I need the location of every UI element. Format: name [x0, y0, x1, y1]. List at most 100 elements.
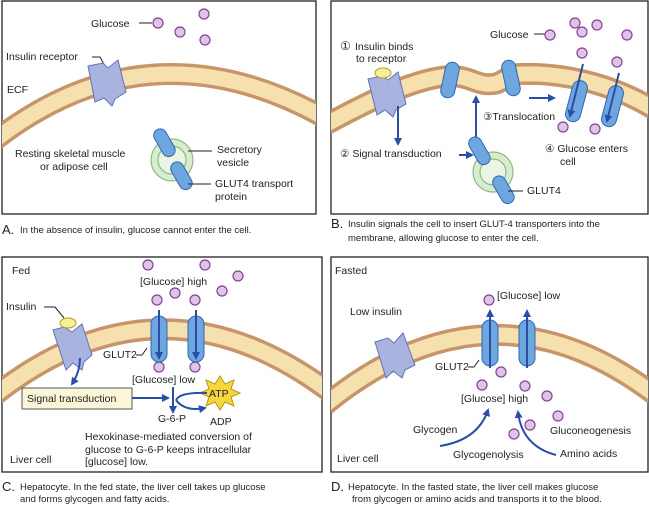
- glycogenolysis-label: Glycogenolysis: [453, 449, 524, 461]
- atp-input-curve: [175, 391, 208, 401]
- glycogen-label: Glycogen: [413, 424, 458, 436]
- glucose-molecule: [483, 294, 495, 306]
- glucose-molecule: [198, 8, 210, 20]
- glucose-molecule: [508, 428, 520, 440]
- amino-acids-label: Amino acids: [560, 448, 617, 460]
- panel-b: ① Insulin binds to receptor ② Signal tra…: [330, 0, 649, 244]
- insulin-molecule: [374, 67, 392, 79]
- glucose-low-label: [Glucose] low: [132, 374, 195, 386]
- vesicle-label: vesicle: [217, 157, 249, 169]
- glucose-molecule: [199, 34, 211, 46]
- glut4-transporter: [501, 59, 521, 97]
- glucose-molecule: [189, 361, 201, 373]
- glut4-transporter: [468, 136, 491, 166]
- insulin-label: Insulin: [6, 301, 37, 313]
- glut2-leader: [468, 359, 480, 368]
- glut4-transporter: [153, 128, 176, 158]
- panel-letter: A.: [2, 222, 14, 237]
- glucose-molecule: [519, 380, 531, 392]
- glut4-label: GLUT4: [527, 185, 561, 197]
- gluconeogenesis-label: Gluconeogenesis: [550, 425, 631, 437]
- glut4-transporter: [170, 161, 193, 191]
- atp-label: ATP: [209, 388, 229, 400]
- glucose-molecule: [189, 294, 201, 306]
- insulin-receptor: [374, 332, 416, 379]
- glucose-label: Glucose: [91, 18, 130, 30]
- step-4-label: ④ Glucose enters: [545, 143, 628, 155]
- step-2-label: ② Signal transduction: [340, 148, 442, 160]
- glucose-label: Glucose: [490, 29, 529, 41]
- glucose-high-label: [Glucose] high: [140, 276, 207, 288]
- glucose-molecule: [552, 410, 564, 422]
- glucose-molecule: [495, 366, 507, 378]
- panel-letter: B.: [331, 216, 343, 231]
- glucose-molecule: [142, 259, 154, 271]
- glut4-transporter: [492, 175, 515, 205]
- gluconeogenesis-arrow: [514, 410, 557, 456]
- glucose-molecule: [199, 259, 211, 271]
- glucose-molecule: [589, 123, 601, 135]
- hexokinase-note: [glucose] low.: [85, 456, 148, 468]
- insulin-molecule: [59, 317, 77, 329]
- glucose-molecule: [153, 361, 165, 373]
- glucose-entry-arrow: [567, 63, 584, 118]
- glut2-leader: [136, 347, 148, 356]
- glut2-label: GLUT2: [435, 361, 469, 373]
- glucose-molecule: [232, 270, 244, 282]
- panel-d: Fasted Low insulin [Glucose] low GLUT2 […: [330, 256, 649, 505]
- insulin-leader: [44, 306, 65, 319]
- cell-label: Liver cell: [337, 453, 378, 465]
- glucose-high-label: [Glucose] high: [461, 393, 528, 405]
- cell-label: Liver cell: [10, 454, 51, 466]
- glucose-low-label: [Glucose] low: [497, 290, 560, 302]
- signal-transduction-label: Signal transduction: [27, 393, 116, 405]
- glucose-molecule: [569, 17, 581, 29]
- glucose-molecule: [557, 121, 569, 133]
- glucose-molecule: [544, 29, 556, 41]
- cell-type-label: Resting skeletal muscle: [15, 148, 125, 160]
- panel-c: Fed [Glucose] high Insulin Signal transd…: [1, 256, 323, 505]
- panel-a: Glucose Insulin receptor ECF Resting ske…: [1, 0, 317, 237]
- low-insulin-label: Low insulin: [350, 306, 402, 318]
- step-4-label: cell: [560, 156, 576, 168]
- panel-caption: In the absence of insulin, glucose canno…: [20, 225, 251, 236]
- glucose-molecule: [174, 26, 186, 38]
- glut4-transporter: [440, 61, 460, 99]
- glycogenolysis-arrow: [439, 408, 490, 447]
- glucose-molecule: [576, 47, 588, 59]
- insulin-receptor-label: Insulin receptor: [6, 51, 78, 63]
- step-1-label: to receptor: [356, 53, 407, 65]
- step-1-number: ①: [340, 39, 351, 53]
- insulin-receptor: [52, 323, 93, 371]
- hexokinase-note: glucose to G-6-P keeps intracellular: [85, 444, 252, 456]
- cell-membrane-core: [331, 66, 648, 131]
- g6p-label: G-6-P: [158, 413, 186, 425]
- step-1-label: Insulin binds: [355, 41, 413, 53]
- panel-caption: from glycogen or amino acids and transpo…: [352, 494, 602, 505]
- glucose-molecule: [216, 285, 228, 297]
- glucose-molecule: [611, 56, 623, 68]
- glucose-molecule: [151, 294, 163, 306]
- panel-caption: and forms glycogen and fatty acids.: [20, 494, 169, 505]
- glut4-label: protein: [215, 191, 247, 203]
- panel-caption: Hepatocyte. In the fasted state, the liv…: [348, 482, 598, 493]
- panel-letter: C.: [2, 479, 15, 494]
- panel-caption: Hepatocyte. In the fed state, the liver …: [20, 482, 266, 493]
- insulin-receptor: [87, 59, 127, 107]
- glucose-molecule: [152, 17, 164, 29]
- glut2-label: GLUT2: [103, 349, 137, 361]
- glucose-molecule: [541, 390, 553, 402]
- glucose-molecule: [576, 26, 588, 38]
- vesicle-label: Secretory: [217, 144, 263, 156]
- panel-letter: D.: [331, 479, 344, 494]
- state-label: Fasted: [335, 265, 367, 277]
- adp-output-arrow: [175, 399, 207, 414]
- glucose-molecule: [524, 419, 536, 431]
- glucose-molecule: [476, 379, 488, 391]
- ecf-label: ECF: [7, 84, 28, 96]
- cell-type-label: or adipose cell: [40, 161, 108, 173]
- glucose-molecule: [591, 19, 603, 31]
- state-label: Fed: [12, 265, 30, 277]
